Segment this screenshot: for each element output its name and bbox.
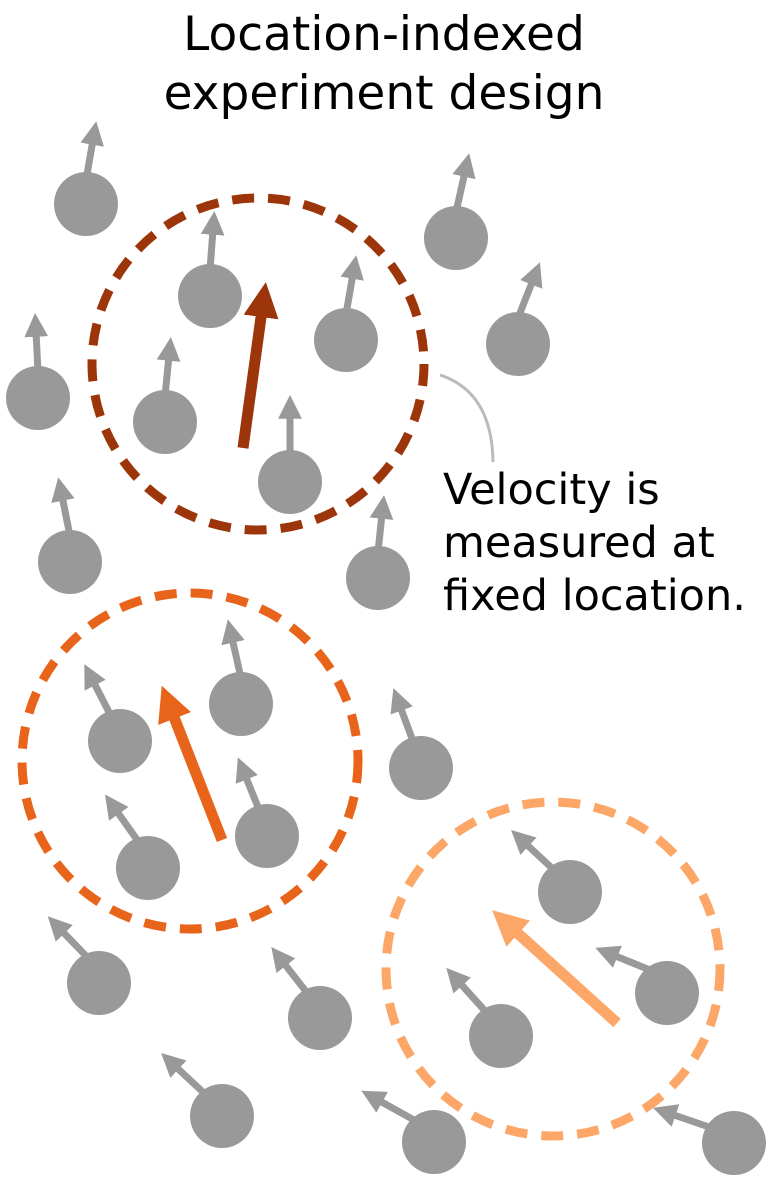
measurement-region-2: [17, 588, 363, 934]
title-line-2: experiment design: [164, 66, 605, 121]
annotation-line-3: fixed location.: [443, 571, 746, 621]
particle: [346, 495, 410, 610]
particle: [178, 211, 242, 328]
particle: [84, 664, 152, 773]
measurement-region-1: [87, 193, 429, 535]
particle: [161, 1053, 254, 1148]
particle: [133, 337, 197, 454]
particle: [424, 153, 488, 270]
particle: [105, 794, 180, 900]
particle: [389, 688, 453, 800]
particle: [446, 967, 533, 1068]
particle: [652, 1104, 766, 1175]
particle: [209, 619, 273, 736]
particle: [258, 394, 322, 514]
particle: [271, 946, 352, 1050]
measured-velocity-arrow-region-3: [492, 910, 621, 1028]
title-line-1: Location-indexed: [183, 7, 585, 62]
particle: [511, 830, 602, 924]
particle: [361, 1090, 466, 1174]
particle: [6, 312, 70, 430]
measured-velocity-arrow-region-1: [237, 282, 279, 449]
measured-velocity-arrow-region-2: [158, 685, 228, 843]
annotation-leader-line: [439, 373, 495, 463]
annotation-line-1: Velocity is: [443, 465, 660, 515]
particle: [47, 916, 131, 1015]
measurement-region-3: [381, 797, 725, 1141]
particles: [6, 121, 766, 1175]
particle: [595, 945, 699, 1025]
annotation-line-2: measured at: [443, 518, 715, 568]
particle: [38, 477, 102, 594]
particle: [235, 757, 299, 868]
particle: [486, 262, 550, 376]
particle: [314, 255, 378, 372]
particle: [54, 121, 118, 236]
